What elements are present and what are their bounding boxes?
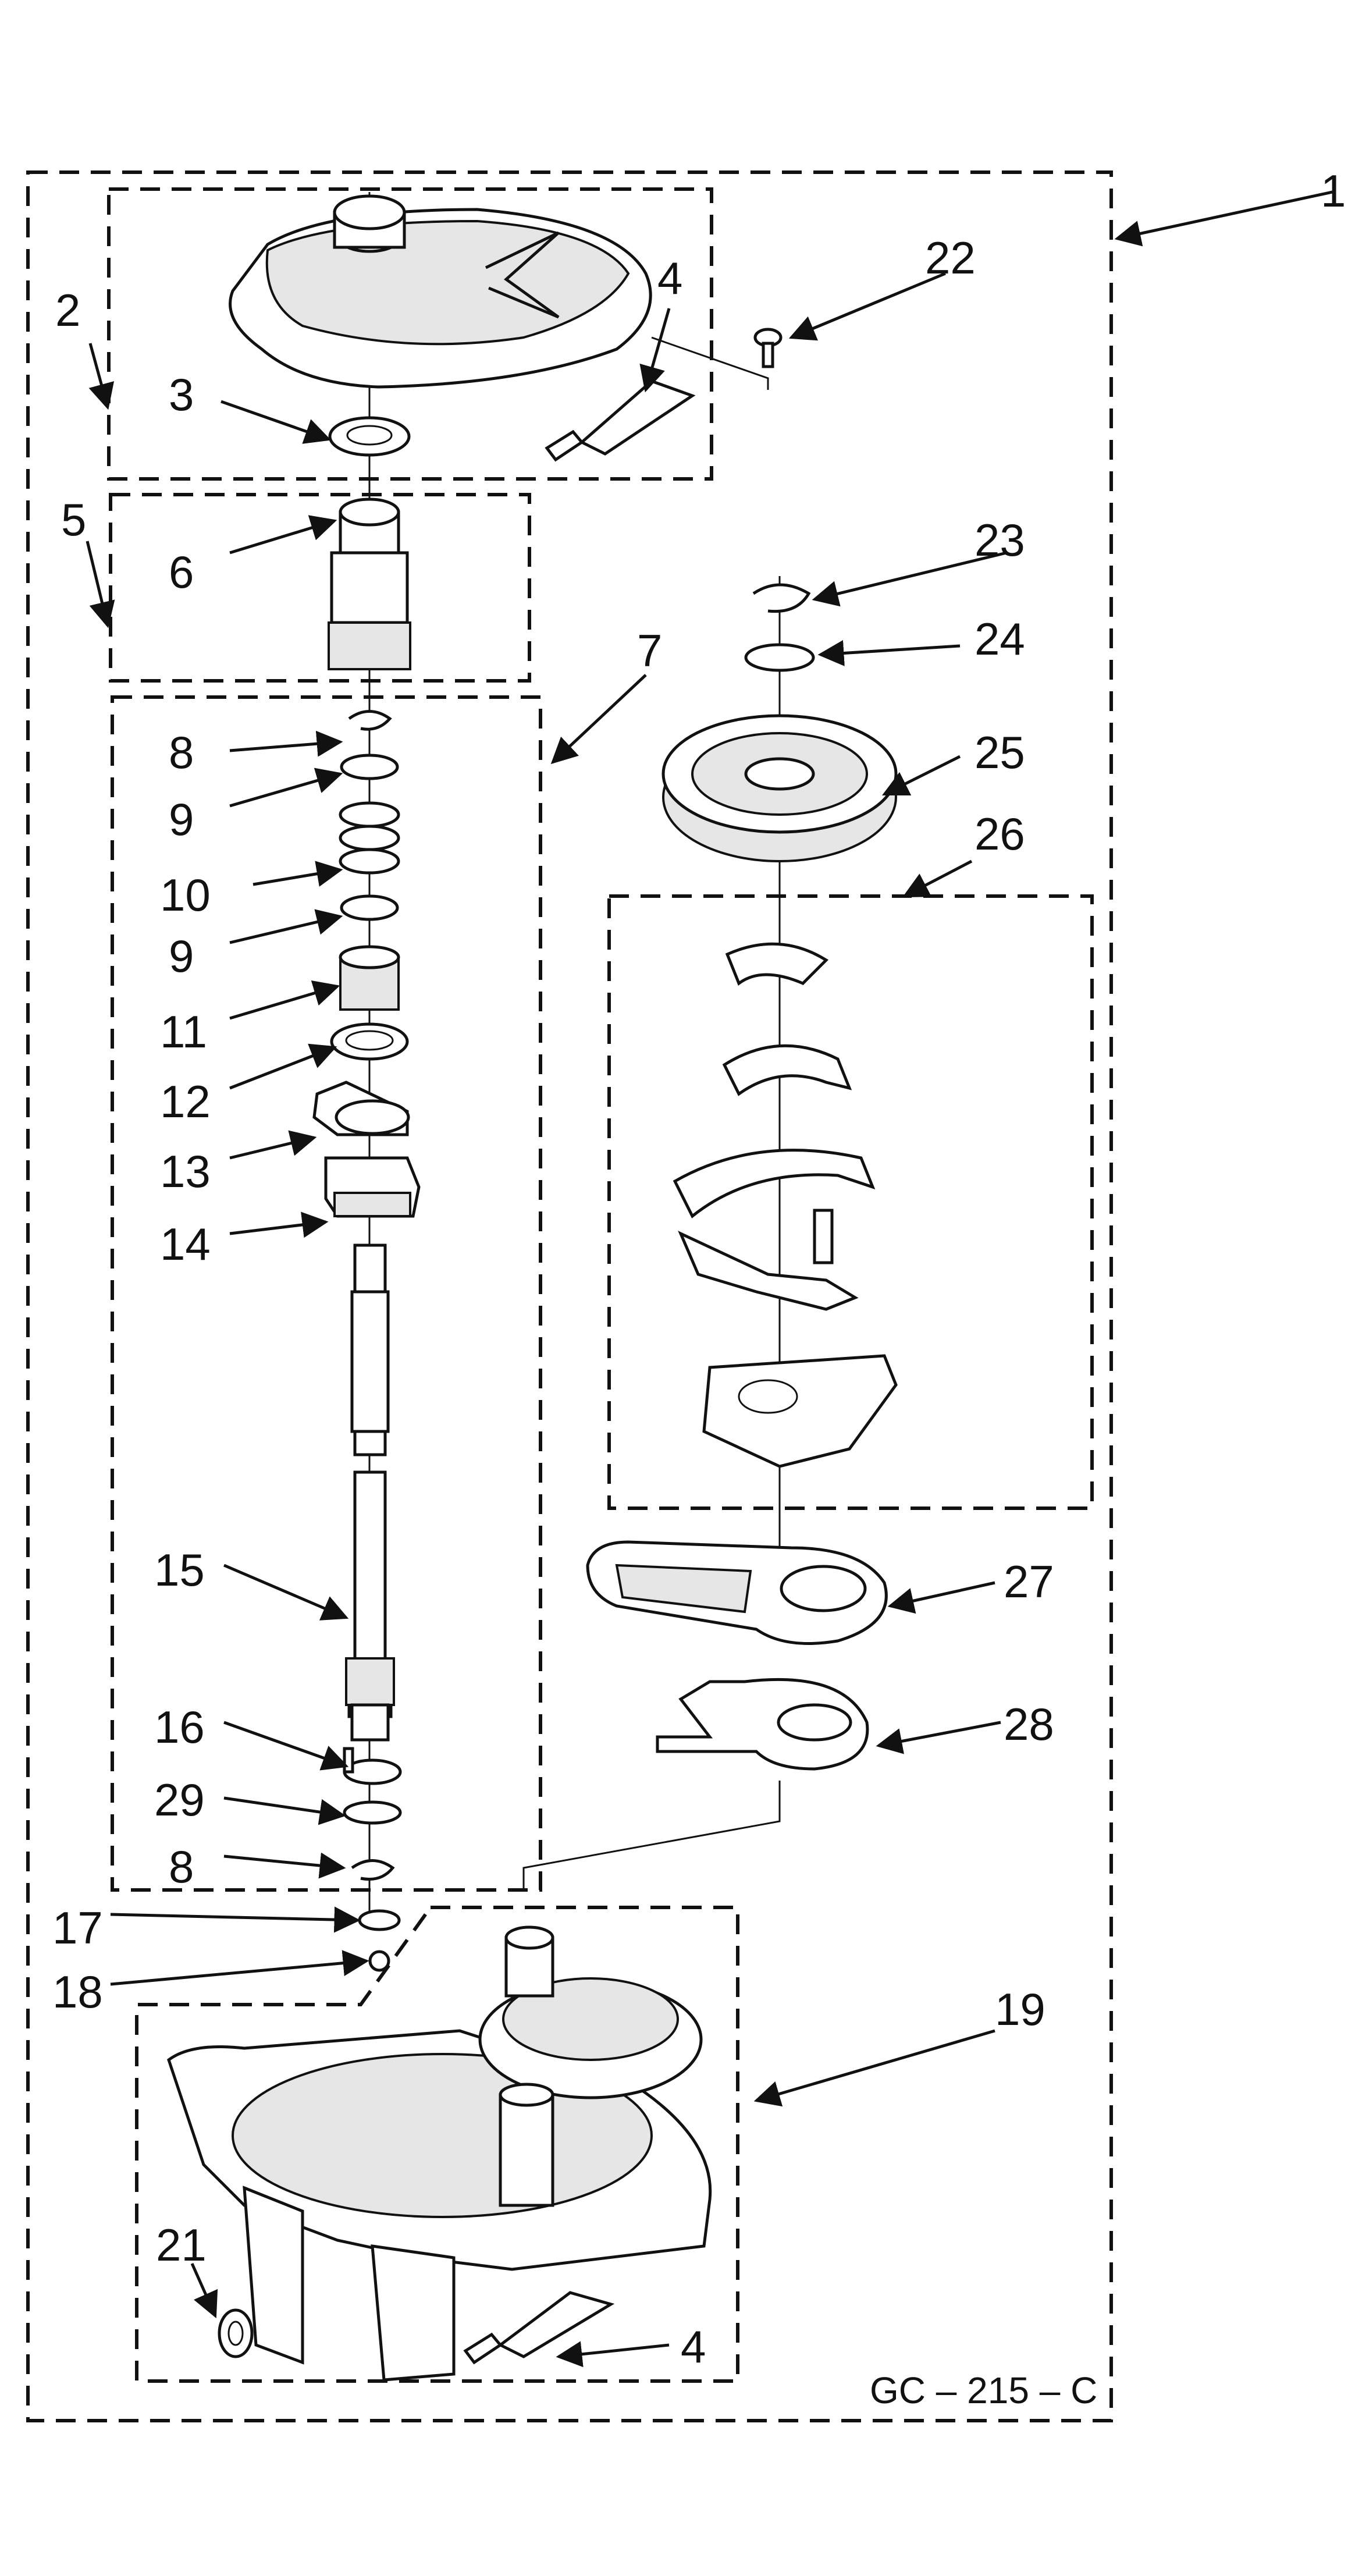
label-22: 22 (925, 232, 976, 283)
grease-tube-b-part (463, 2291, 615, 2365)
pinion-group-box-5 (109, 493, 531, 683)
grease-tube-part (545, 379, 696, 462)
shift-group-box-26 (607, 894, 1094, 1510)
drive-gear-25-part (662, 714, 898, 862)
gearcase-group-box-19 (135, 1906, 739, 2383)
washer-24-part (744, 643, 815, 672)
diagram-code: GC – 215 – C (870, 2369, 1097, 2411)
label-27: 27 (1004, 1556, 1054, 1607)
shift-arm-26-part (678, 1230, 859, 1311)
label-2: 2 (55, 285, 80, 336)
gear-drop-line (522, 1781, 781, 1891)
base-plate-26-part (702, 1354, 898, 1468)
label-18: 18 (52, 1966, 103, 2017)
spline-pinion-11-part (339, 945, 400, 1011)
cover-part (229, 194, 652, 389)
ring-26b-part (722, 1044, 852, 1096)
clutch-14-part (324, 1156, 421, 1218)
label-29: 29 (154, 1774, 205, 1825)
shift-fork-26-part (673, 1149, 876, 1218)
washer-9b-part (340, 894, 399, 921)
bearing-17-part (358, 1909, 401, 1931)
shaft-group-box-7 (111, 695, 542, 1892)
pinion-part (328, 498, 411, 670)
label-19: 19 (995, 1984, 1045, 2035)
label-6: 6 (169, 546, 194, 598)
shift-cam-27-part (586, 1540, 888, 1645)
ring-12-part (330, 1022, 409, 1061)
label-24: 24 (975, 613, 1025, 665)
shift-lever-13-part (312, 1081, 410, 1136)
label-26: 26 (975, 808, 1025, 859)
cover-group-box-2 (107, 187, 713, 481)
label-28: 28 (1004, 1699, 1054, 1750)
retaining-ring-8b-part (351, 1859, 395, 1881)
seal-part (328, 416, 411, 457)
assembly-box-1 (26, 170, 1113, 2422)
label-17: 17 (52, 1902, 103, 1953)
screw-leader-line (651, 336, 769, 390)
washer-9-part (340, 754, 399, 780)
label-21: 21 (156, 2219, 207, 2271)
ring-26a-part (725, 942, 828, 986)
leader-arrows (86, 190, 1333, 2368)
label-10: 10 (160, 869, 211, 921)
label-9-lower: 9 (169, 930, 194, 982)
retaining-ring-8-part (348, 710, 392, 731)
label-4-lower: 4 (681, 2321, 706, 2372)
agitator-shaft-15-part (345, 1243, 395, 1742)
label-8-lower: 8 (169, 1841, 194, 1892)
label-3: 3 (169, 369, 194, 420)
gearcase-19-part (167, 1925, 712, 2382)
label-16: 16 (154, 1701, 205, 1753)
label-8-top: 8 (169, 727, 194, 778)
label-1: 1 (1321, 165, 1346, 216)
pin-26-part (813, 1209, 834, 1264)
label-12: 12 (160, 1076, 211, 1127)
label-5: 5 (61, 494, 86, 545)
label-25: 25 (975, 727, 1025, 778)
label-13: 13 (160, 1146, 211, 1197)
label-15: 15 (154, 1544, 205, 1596)
label-7: 7 (637, 625, 662, 676)
retaining-ring-23-part (752, 583, 811, 613)
spring-10-part (339, 801, 400, 875)
seal-21-part (218, 2308, 254, 2358)
label-4-top: 4 (657, 253, 682, 304)
ball-18-part (368, 1950, 390, 1972)
label-14: 14 (160, 1218, 211, 1270)
screw-part (753, 328, 783, 368)
washer-29-part (343, 1800, 402, 1825)
label-23: 23 (975, 514, 1025, 566)
label-9-top: 9 (169, 794, 194, 845)
label-11: 11 (160, 1006, 207, 1057)
shift-lever-28-part (656, 1678, 869, 1771)
